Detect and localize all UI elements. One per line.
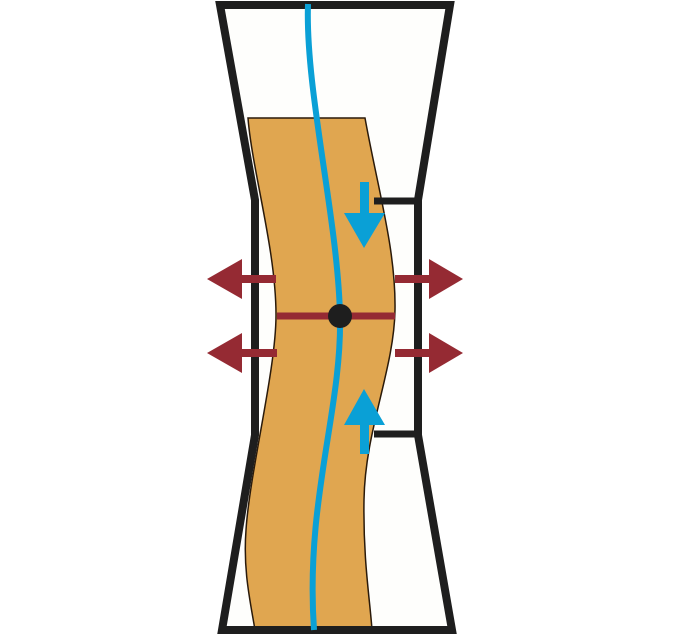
lateral-expansion-arrows	[207, 259, 463, 373]
right-arrow-lower	[395, 333, 463, 373]
right-arrow-upper	[395, 259, 463, 299]
upward-force-arrow	[344, 389, 385, 454]
center-point	[328, 304, 352, 328]
left-arrow-upper	[207, 259, 276, 299]
left-arrow-lower	[207, 333, 277, 373]
downward-force-arrow	[344, 182, 385, 248]
